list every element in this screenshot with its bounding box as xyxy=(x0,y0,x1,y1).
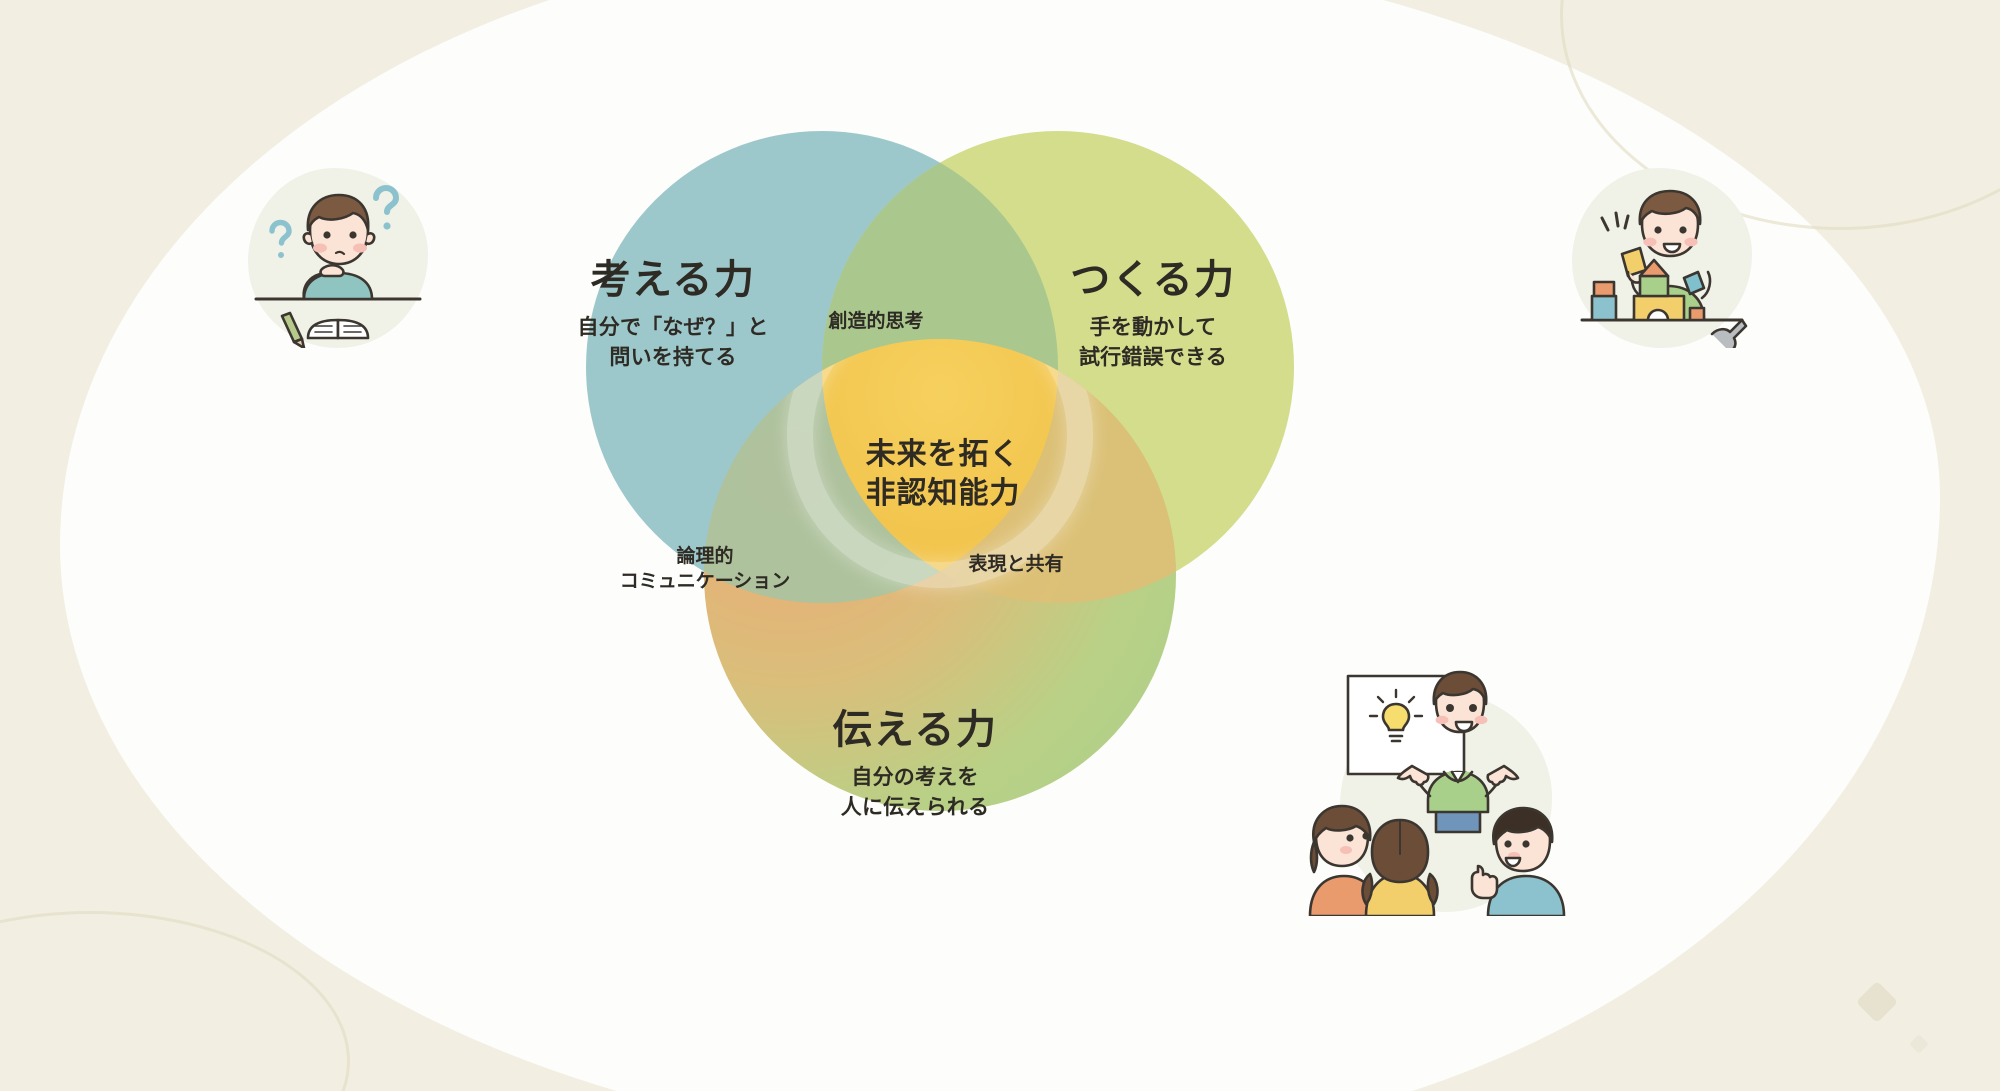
center-title-line2: 非認知能力 xyxy=(865,477,1021,510)
circle-title-think: 考える力 xyxy=(590,258,756,302)
intersection-label-creative: 創造的思考 xyxy=(776,310,976,335)
venn-diagram: 考える力 自分で「なぜ？」と 問いを持てる つくる力 手を動かして 試行錯誤でき… xyxy=(560,105,1320,865)
illustration-child-thinking xyxy=(248,168,428,348)
circle-label-tell: 伝える力 自分の考えを 人に伝えられる xyxy=(750,705,1080,822)
illustration-child-presenting xyxy=(1300,666,1570,916)
circle-subtitle-make-line1: 手を動かして xyxy=(1089,316,1217,340)
circle-subtitle-think-line2: 問いを持てる xyxy=(609,346,737,370)
intersection-label-logical: 論理的 コミュニケーション xyxy=(580,545,830,594)
circle-subtitle-tell-line2: 人に伝えられる xyxy=(840,796,990,820)
center-title-line1: 未来を拓く xyxy=(865,438,1021,471)
circle-subtitle-make-line2: 試行錯誤できる xyxy=(1078,346,1228,370)
circle-subtitle-tell-line1: 自分の考えを xyxy=(851,766,979,790)
venn-circles-svg xyxy=(586,131,1294,811)
intersection-label-share: 表現と共有 xyxy=(916,553,1116,578)
background-diamond-small-icon xyxy=(1909,1034,1929,1054)
circle-subtitle-think-line1: 自分で「なぜ？」と xyxy=(577,316,769,340)
intersection-logical-line2: コミュニケーション xyxy=(619,570,791,592)
intersection-share-line1: 表現と共有 xyxy=(968,554,1064,575)
background-diamond-icon xyxy=(1855,980,1899,1024)
illustration-child-building xyxy=(1572,168,1752,348)
intersection-logical-line1: 論理的 xyxy=(676,546,734,567)
circle-title-tell: 伝える力 xyxy=(832,708,998,752)
circle-label-make: つくる力 手を動かして 試行錯誤できる xyxy=(988,255,1318,372)
center-label: 未来を拓く 非認知能力 xyxy=(828,435,1058,513)
circle-label-think: 考える力 自分で「なぜ？」と 問いを持てる xyxy=(508,255,838,372)
circle-title-make: つくる力 xyxy=(1070,258,1236,302)
intersection-creative-line1: 創造的思考 xyxy=(828,311,924,332)
